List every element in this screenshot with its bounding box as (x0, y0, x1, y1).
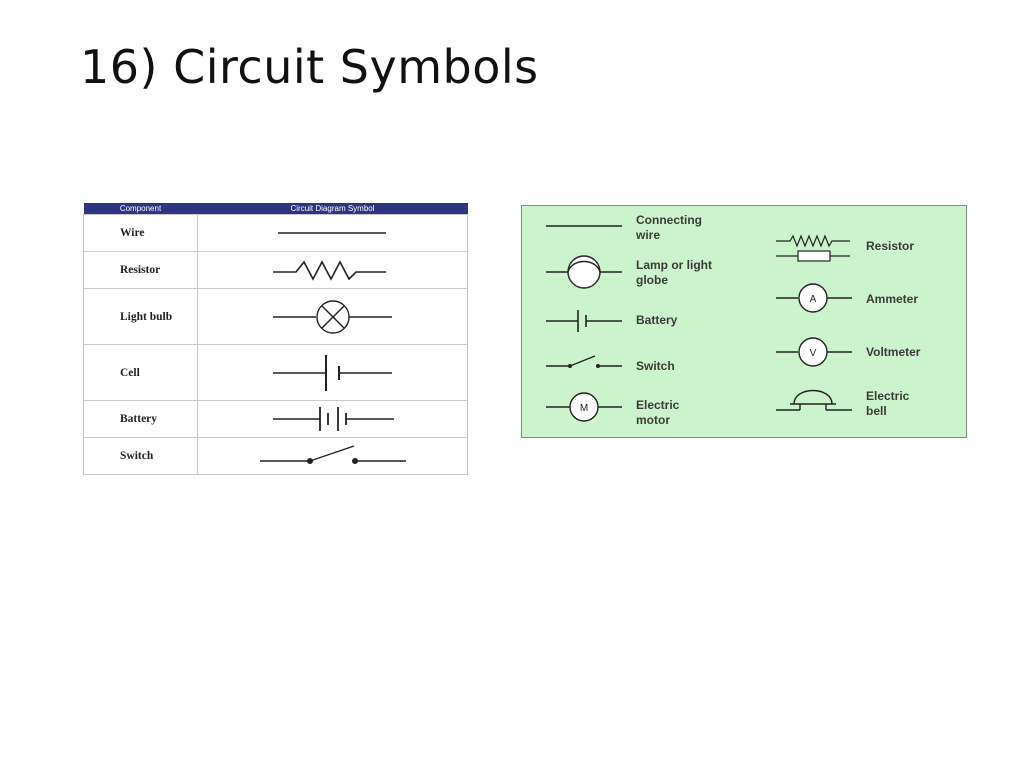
ammeter-icon: A (776, 283, 852, 313)
column-header-symbol: Circuit Diagram Symbol (197, 203, 468, 215)
component-symbol-table: Component Circuit Diagram Symbol Wire Re… (83, 203, 468, 476)
motor-letter: M (580, 403, 588, 414)
page-title: 16) Circuit Symbols (80, 40, 539, 94)
resistor-icon (776, 234, 850, 262)
component-label: Wire (83, 214, 198, 252)
battery-symbol-icon (272, 407, 394, 431)
table-row: Cell (83, 344, 468, 401)
component-label: Resistor (83, 251, 198, 289)
panel-label: Ammeter (866, 292, 919, 306)
table-row: Light bulb (83, 288, 468, 345)
voltmeter-icon: V (776, 337, 852, 367)
component-label: Battery (83, 400, 198, 438)
panel-label: Switch (636, 359, 675, 373)
column-header-component: Component (83, 203, 198, 215)
switch-symbol-icon (259, 445, 406, 464)
battery-icon (546, 310, 622, 332)
panel-label: Battery (636, 313, 678, 327)
voltmeter-letter: V (810, 348, 817, 359)
table-row: Wire (83, 214, 468, 252)
light-bulb-symbol-icon (272, 299, 392, 334)
cell-symbol-icon (272, 354, 392, 391)
electric-bell-icon (776, 389, 852, 411)
circuit-symbol-panel: Connecting wire Lamp or light globe Batt… (521, 205, 967, 438)
ammeter-letter: A (810, 294, 817, 305)
table-row: Resistor (83, 251, 468, 289)
panel-label: Electric motor (636, 398, 680, 427)
panel-label: Lamp or light globe (636, 258, 712, 287)
table-row: Battery (83, 400, 468, 438)
component-label: Switch (83, 437, 198, 475)
panel-label: Electric bell (866, 389, 910, 418)
table-row: Switch (83, 437, 468, 475)
panel-label: Resistor (866, 239, 915, 253)
component-label: Light bulb (83, 288, 198, 345)
component-label: Cell (83, 344, 198, 401)
panel-label: Voltmeter (866, 345, 921, 359)
panel-label: Connecting wire (636, 213, 702, 242)
switch-icon (546, 355, 622, 368)
resistor-symbol-icon (272, 260, 386, 281)
motor-icon: M (546, 392, 622, 422)
lamp-icon (546, 255, 622, 289)
wire-symbol-icon (277, 232, 386, 234)
connecting-wire-icon (546, 225, 622, 227)
